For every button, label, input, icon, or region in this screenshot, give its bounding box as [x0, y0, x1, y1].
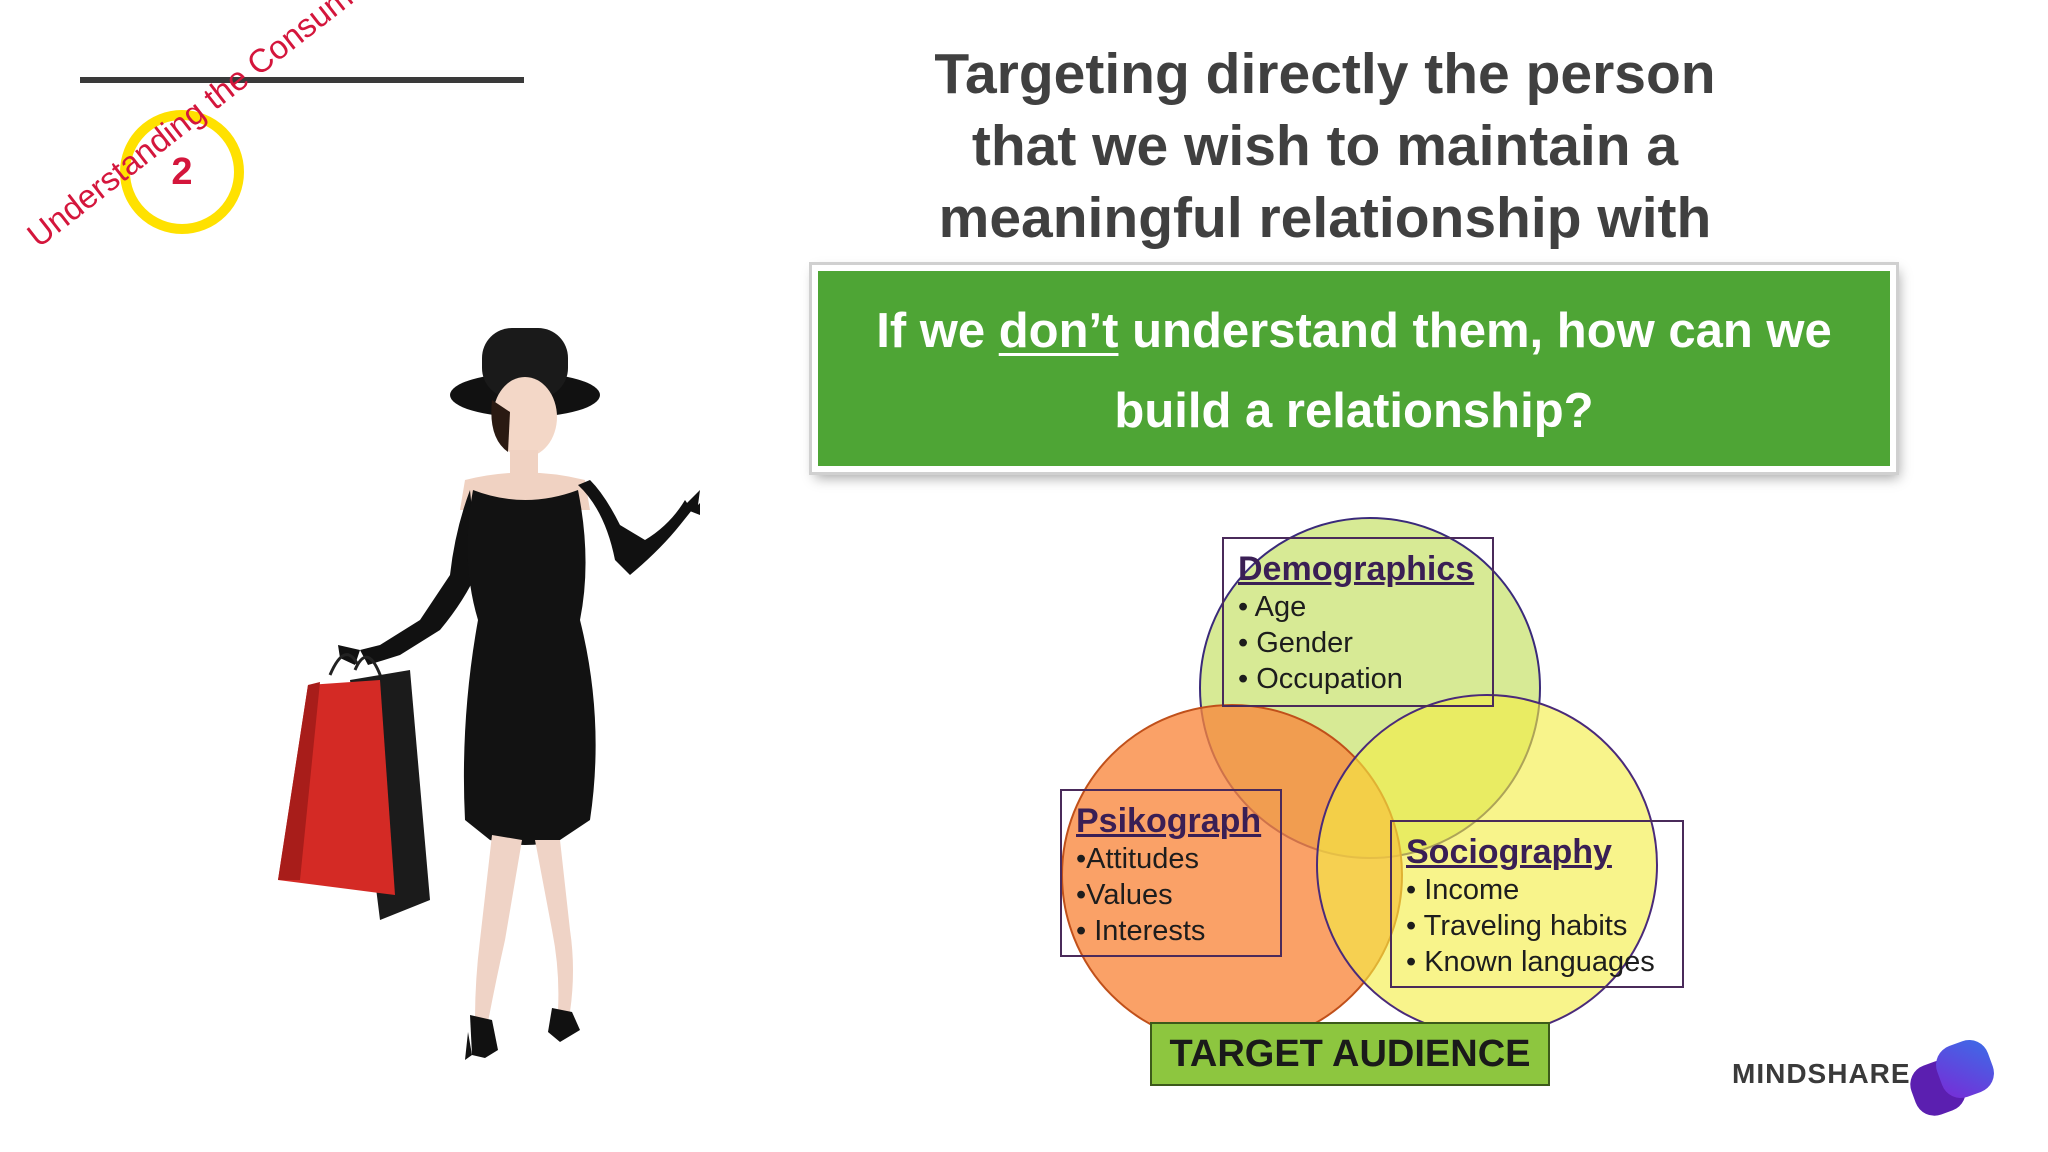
top-rule: [80, 77, 524, 83]
sociography-box: Sociography • Income • Traveling habits …: [1390, 820, 1684, 988]
psikograph-item: •Attitudes: [1076, 843, 1199, 875]
section-badge-ring: [120, 110, 244, 234]
callout-box: If we don’t understand them, how can we …: [812, 265, 1896, 472]
sociography-title: Sociography: [1406, 833, 1612, 871]
headline-line-3: meaningful relationship with: [938, 186, 1712, 250]
headline-line-2: that we wish to maintain a: [971, 114, 1679, 178]
brand-name: MINDSHARE: [1732, 1058, 1911, 1089]
demographics-box: Demographics • Age • Gender • Occupation: [1222, 537, 1494, 707]
psikograph-title: Psikograph: [1076, 802, 1262, 840]
headline-line-1: Targeting directly the person: [934, 42, 1716, 106]
psikograph-item: •Values: [1076, 879, 1173, 911]
callout-text-2: understand them, how can we build a rela…: [1114, 304, 1832, 438]
callout-text-1: If we: [876, 304, 999, 358]
demographics-item: • Gender: [1238, 627, 1353, 659]
sociography-item: • Known languages: [1406, 946, 1655, 978]
target-audience-label: TARGET AUDIENCE: [1150, 1022, 1550, 1086]
demographics-title: Demographics: [1238, 550, 1475, 588]
headline: Targeting directly the person that we wi…: [800, 38, 1850, 254]
brand-logo-icon: [1910, 1040, 1994, 1116]
callout-emphasis: don’t: [998, 304, 1119, 358]
psikograph-box: Psikograph •Attitudes •Values • Interest…: [1060, 789, 1282, 957]
demographics-item: • Occupation: [1238, 663, 1403, 695]
sociography-item: • Income: [1406, 874, 1520, 906]
section-number: 2: [171, 151, 193, 193]
sociography-item: • Traveling habits: [1406, 910, 1628, 942]
shopper-woman-illustration: [278, 328, 700, 1060]
demographics-item: • Age: [1238, 591, 1307, 623]
psikograph-item: • Interests: [1076, 915, 1206, 947]
